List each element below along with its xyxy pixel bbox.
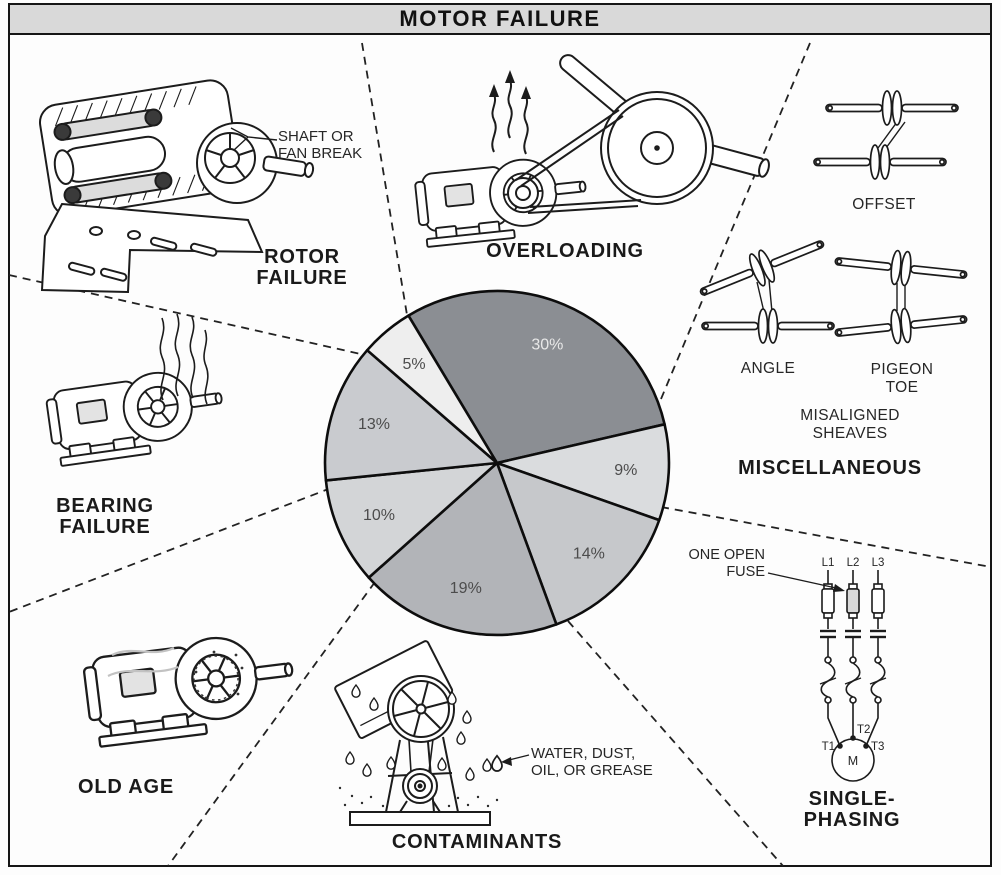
divider-rotor-overloading: [361, 42, 408, 316]
phase-label-l1: L1: [822, 557, 835, 569]
contaminants-leader-line: [508, 754, 530, 761]
section-title-bearing-failure: BEARING FAILURE: [56, 495, 154, 538]
old-age-illustration: [80, 627, 300, 749]
pie-slice-bearing-failure: [323, 348, 499, 482]
section-title-miscellaneous: MISCELLANEOUS: [738, 457, 922, 479]
motor-letter: M: [848, 754, 858, 768]
caption-misaligned-sheaves: MISALIGNED SHEAVES: [800, 407, 900, 442]
pie-slice-single-phasing: [495, 461, 661, 626]
label-offset: OFFSET: [852, 196, 916, 213]
shaft-fan-break-leader-line: [230, 127, 278, 151]
angle-sheaves-icon: [693, 226, 835, 344]
label-pigeon-toe: PIGEON TOE: [870, 361, 934, 396]
callout-shaft-or-fan-break: SHAFT OR FAN BREAK: [278, 128, 363, 162]
phase-label-l2: L2: [847, 557, 860, 569]
pie-slice-old-age: [324, 461, 499, 579]
pigeon-toe-sheaves-icon: [832, 243, 970, 351]
smoke-wisps-icon: [159, 313, 209, 405]
pie-slice-contaminants: [367, 461, 558, 637]
rotor-failure-illustration: [39, 79, 315, 294]
overloading-illustration: [412, 54, 770, 249]
pie-chart: 30% 9% 14% 19% 10% 13% 5%: [323, 289, 671, 637]
divider-overloading-miscellaneous: [660, 42, 811, 400]
terminal-label-t1: T1: [822, 741, 835, 753]
heat-arrows-icon: [491, 79, 529, 155]
title-bar: MOTOR FAILURE: [8, 3, 992, 35]
pie-label-13pct: 13%: [358, 416, 390, 433]
pie-slice-miscellaneous: [495, 423, 671, 522]
label-angle: ANGLE: [740, 360, 796, 377]
section-title-overloading: OVERLOADING: [486, 240, 644, 262]
section-title-contaminants: CONTAMINANTS: [391, 831, 563, 853]
phase-label-l3: L3: [872, 557, 885, 569]
pie-label-14pct: 14%: [573, 546, 605, 563]
pie-label-19pct: 19%: [450, 580, 482, 597]
divider-oldage-bearing: [8, 487, 332, 613]
contaminants-illustration: [334, 640, 530, 826]
dirt-speckles: [338, 786, 499, 808]
pie-slice-rotor-failure: [365, 314, 499, 465]
terminal-label-t3: T3: [871, 741, 884, 753]
section-title-single-phasing: SINGLE- PHASING: [803, 788, 901, 831]
divider-singlephasing-contaminants: [567, 620, 784, 867]
section-title-old-age: OLD AGE: [78, 776, 174, 798]
callout-one-open-fuse: ONE OPEN FUSE: [688, 547, 765, 580]
fuse-leader-line: [767, 572, 837, 589]
callout-water-dust-oil-grease: WATER, DUST, OIL, OR GREASE: [531, 745, 653, 779]
pie-label-10pct: 10%: [363, 507, 395, 524]
bearing-failure-illustration: [43, 313, 229, 468]
pie-label-5pct: 5%: [403, 356, 426, 373]
divider-contaminants-oldage: [167, 581, 376, 867]
single-phasing-circuit: L1 L2 L3 T1 T2 T3 M: [767, 557, 887, 782]
pie-label-9pct: 9%: [614, 462, 637, 479]
page-title: MOTOR FAILURE: [399, 6, 601, 31]
section-title-rotor-failure: ROTOR FAILURE: [256, 246, 348, 289]
misaligned-sheaves-icons: [693, 90, 970, 351]
offset-sheaves-icon: [813, 90, 959, 180]
wear-marks-icon: [107, 646, 179, 677]
terminal-label-t2: T2: [857, 724, 870, 736]
pie-label-30pct: 30%: [531, 336, 563, 353]
